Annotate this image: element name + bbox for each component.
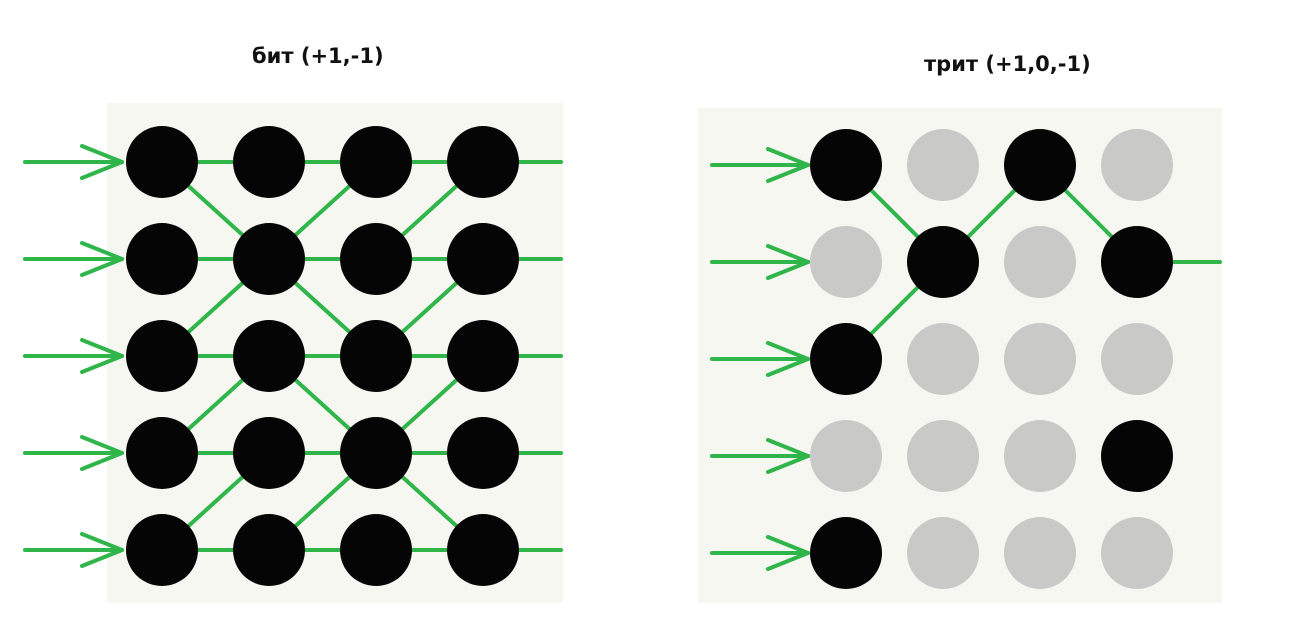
right-active-node bbox=[1004, 129, 1076, 201]
left-input-arrow bbox=[23, 532, 124, 568]
right-input-arrow bbox=[710, 535, 810, 571]
right-zero-node bbox=[810, 420, 882, 492]
left-active-node bbox=[340, 223, 412, 295]
right-zero-node bbox=[907, 420, 979, 492]
right-panel-network bbox=[710, 129, 1222, 589]
right-active-node bbox=[907, 226, 979, 298]
left-active-node bbox=[447, 223, 519, 295]
right-zero-node bbox=[1004, 420, 1076, 492]
left-active-node bbox=[233, 417, 305, 489]
left-active-node bbox=[447, 514, 519, 586]
right-input-arrow bbox=[710, 147, 810, 183]
left-active-node bbox=[447, 417, 519, 489]
left-panel-network bbox=[23, 126, 563, 586]
right-zero-node bbox=[907, 323, 979, 395]
left-panel-title: бит (+1,-1) bbox=[252, 44, 384, 68]
left-active-node bbox=[340, 126, 412, 198]
left-active-node bbox=[447, 126, 519, 198]
right-active-node bbox=[1101, 226, 1173, 298]
left-active-node bbox=[233, 514, 305, 586]
left-active-node bbox=[126, 126, 198, 198]
left-active-node bbox=[126, 223, 198, 295]
left-input-arrow bbox=[23, 241, 124, 277]
right-input-arrow bbox=[710, 341, 810, 377]
right-zero-node bbox=[1101, 129, 1173, 201]
left-active-node bbox=[233, 126, 305, 198]
right-zero-node bbox=[1101, 517, 1173, 589]
right-input-arrow bbox=[710, 438, 810, 474]
right-active-node bbox=[810, 517, 882, 589]
right-zero-node bbox=[1004, 226, 1076, 298]
right-zero-node bbox=[907, 129, 979, 201]
right-active-node bbox=[810, 129, 882, 201]
right-zero-node bbox=[907, 517, 979, 589]
left-active-node bbox=[233, 320, 305, 392]
right-zero-node bbox=[1101, 323, 1173, 395]
left-input-arrow bbox=[23, 144, 124, 180]
left-active-node bbox=[340, 320, 412, 392]
right-input-arrow bbox=[710, 244, 810, 280]
right-active-node bbox=[1101, 420, 1173, 492]
right-active-node bbox=[810, 323, 882, 395]
left-input-arrow bbox=[23, 435, 124, 471]
left-active-node bbox=[447, 320, 519, 392]
right-zero-node bbox=[810, 226, 882, 298]
left-active-node bbox=[126, 514, 198, 586]
left-active-node bbox=[233, 223, 305, 295]
right-panel-title: трит (+1,0,-1) bbox=[924, 52, 1091, 76]
left-active-node bbox=[126, 417, 198, 489]
right-zero-node bbox=[1004, 323, 1076, 395]
left-active-node bbox=[340, 514, 412, 586]
left-active-node bbox=[340, 417, 412, 489]
left-input-arrow bbox=[23, 338, 124, 374]
right-zero-node bbox=[1004, 517, 1076, 589]
left-active-node bbox=[126, 320, 198, 392]
